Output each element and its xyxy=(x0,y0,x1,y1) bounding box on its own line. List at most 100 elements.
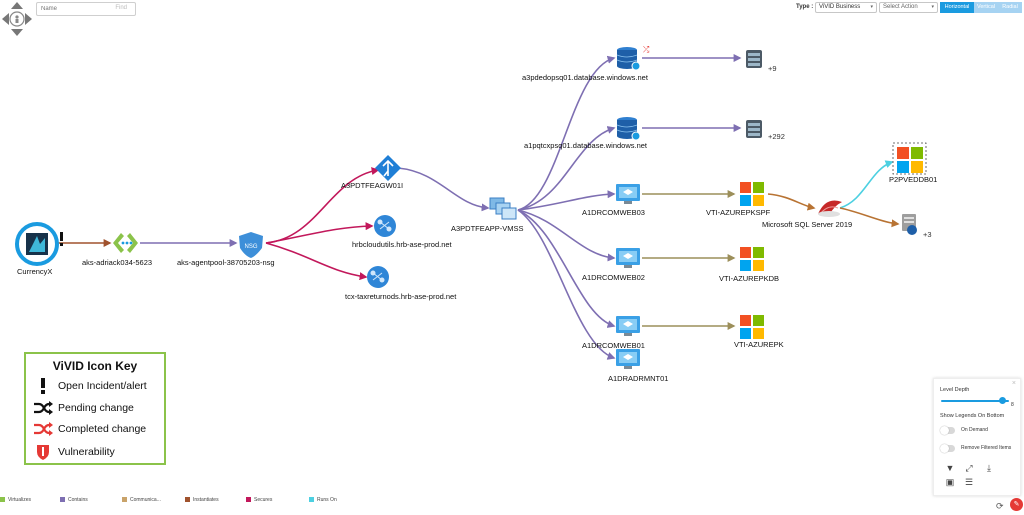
edge-vmss-web01 xyxy=(517,209,616,328)
icon-key-label: Completed change xyxy=(58,423,147,435)
close-icon[interactable]: × xyxy=(1011,380,1016,387)
node-vti-k[interactable] xyxy=(740,315,764,339)
node-db1[interactable]: ⤮ xyxy=(616,45,650,71)
orientation-radial-button[interactable]: Radial xyxy=(998,2,1022,13)
action-select[interactable]: Select Action ▾ xyxy=(879,2,938,13)
node-web01[interactable] xyxy=(616,316,640,336)
label-aks-adriack: aks-adriack034-5623 xyxy=(82,258,153,267)
level-depth-slider-handle[interactable] xyxy=(998,397,1006,404)
label-web03: A1DRCOMWEB03 xyxy=(582,208,645,217)
legend-swatch xyxy=(122,497,127,502)
count-sql[interactable]: +3 xyxy=(923,230,932,239)
legend-label: Runs On xyxy=(317,497,337,503)
type-select-value: ViVID Business xyxy=(819,4,861,10)
node-currencyx[interactable] xyxy=(15,222,63,266)
exclamation-icon xyxy=(41,378,45,394)
edge-agw-vmss xyxy=(397,167,490,212)
search-input[interactable] xyxy=(41,4,101,14)
node-web03[interactable] xyxy=(616,184,640,204)
node-db2-cluster[interactable] xyxy=(746,120,762,138)
edge-nsg-hrb xyxy=(265,222,374,244)
node-tcx[interactable] xyxy=(367,266,389,288)
legend-swatch xyxy=(0,497,5,502)
shuffle-icon xyxy=(34,401,53,415)
legend-virtualizes: Virtualizes xyxy=(0,497,31,505)
legend-label: Virtualizes xyxy=(8,497,31,503)
node-aks-adriack[interactable] xyxy=(113,233,138,253)
label-vti-kspf: VTI-AZUREPKSPF xyxy=(706,208,771,217)
node-p2pvedb[interactable] xyxy=(892,142,927,175)
legend-runs-on: Runs On xyxy=(309,497,337,505)
edge-vmss-web02 xyxy=(517,209,616,262)
refresh-icon[interactable]: ⟳ xyxy=(996,501,1004,511)
icon-key-row: Vulnerability xyxy=(26,444,164,460)
orientation-horizontal-button[interactable]: Horizontal xyxy=(940,2,974,13)
remove-filtered-toggle[interactable] xyxy=(940,444,955,453)
level-depth-title: Level Depth xyxy=(940,387,970,393)
type-select[interactable]: ViVID Business ▾ xyxy=(815,2,877,13)
node-vmss[interactable] xyxy=(489,197,517,220)
node-sql-cluster[interactable] xyxy=(902,214,917,235)
level-depth-value: 8 xyxy=(1011,402,1014,408)
save-icon[interactable]: ▣ xyxy=(945,477,955,487)
label-vti-kdb: VTI-AZUREPKDB xyxy=(719,274,780,283)
shield-icon xyxy=(37,445,49,460)
filter-icon[interactable]: ▼ xyxy=(945,463,955,473)
pan-arrows-icon[interactable] xyxy=(2,2,32,36)
label-vti-k: VTI-AZUREPK xyxy=(734,340,784,349)
download-icon[interactable]: ⤓ xyxy=(987,463,991,473)
icon-key-title: ViVID Icon Key xyxy=(52,359,138,373)
edge-vmss-db2 xyxy=(517,126,616,211)
count-db1[interactable]: +9 xyxy=(768,64,777,73)
edge-vmss-web03 xyxy=(517,190,616,211)
label-web02: A1DRCOMWEB02 xyxy=(582,273,645,282)
label-db1: a3pdedopsq01.database.windows.net xyxy=(522,73,648,82)
edge-vmss-admnt xyxy=(517,209,616,360)
node-vti-kspf[interactable] xyxy=(740,182,764,206)
node-agw[interactable] xyxy=(375,155,401,181)
legend-label: Instantiates xyxy=(193,497,219,503)
edge-nsg-tcx xyxy=(265,242,368,281)
shuffle-red-icon: ⤮ xyxy=(643,45,650,54)
list-icon[interactable]: ☰ xyxy=(964,477,974,487)
node-web02[interactable] xyxy=(616,248,640,268)
show-legends-label: Show Legends On Bottom xyxy=(940,413,1005,419)
edit-button[interactable]: ✎ xyxy=(1010,498,1023,511)
edge-legend-bar: Virtualizes Contains Communica... Instan… xyxy=(0,497,1024,505)
node-hrbcloudutils[interactable] xyxy=(374,215,396,237)
node-nsg[interactable]: NSG xyxy=(239,232,263,258)
label-agw: A3PDTFEAGW01I xyxy=(341,181,404,190)
label-hrbcloudutils: hrbcloudutils.hrb-ase-prod.net xyxy=(352,240,452,249)
type-label: Type : xyxy=(796,4,814,10)
orientation-vertical-button[interactable]: Vertical xyxy=(974,2,998,13)
remove-filtered-label: Remove Filtered Items xyxy=(961,445,1012,451)
node-vti-kdb[interactable] xyxy=(740,247,764,271)
expand-icon[interactable]: ⤢ xyxy=(965,463,973,473)
action-select-value: Select Action xyxy=(883,4,918,10)
on-demand-toggle[interactable] xyxy=(940,426,955,435)
node-sqlserver[interactable] xyxy=(818,200,842,218)
level-depth-panel: × Level Depth 8 Show Legends On Bottom O… xyxy=(933,378,1021,496)
find-button[interactable]: Find xyxy=(115,5,127,11)
edge-vmss-db1 xyxy=(517,55,616,211)
legend-secures: Secures xyxy=(246,497,272,505)
chevron-down-icon: ▾ xyxy=(870,4,873,10)
search-box[interactable]: Find xyxy=(36,2,136,16)
icon-key-label: Vulnerability xyxy=(58,446,115,458)
count-db2[interactable]: +292 xyxy=(768,132,785,141)
label-currencyx: CurrencyX xyxy=(17,267,53,276)
label-nsg: aks-agentpool-38705203-nsg xyxy=(177,258,275,267)
node-db1-cluster[interactable] xyxy=(746,50,762,68)
pan-control[interactable] xyxy=(2,2,32,36)
node-db2[interactable] xyxy=(616,117,641,141)
edge-sql-cluster xyxy=(839,207,900,228)
icon-key-label: Open Incident/alert xyxy=(58,380,147,392)
icon-key-label: Pending change xyxy=(58,402,134,414)
chevron-down-icon: ▾ xyxy=(931,4,934,10)
level-depth-slider[interactable] xyxy=(941,400,1009,402)
label-admnt: A1DRADRMNT01 xyxy=(608,374,669,383)
icon-key-row: Open Incident/alert xyxy=(26,378,164,394)
legend-swatch xyxy=(185,497,190,502)
node-admnt[interactable] xyxy=(616,349,640,369)
